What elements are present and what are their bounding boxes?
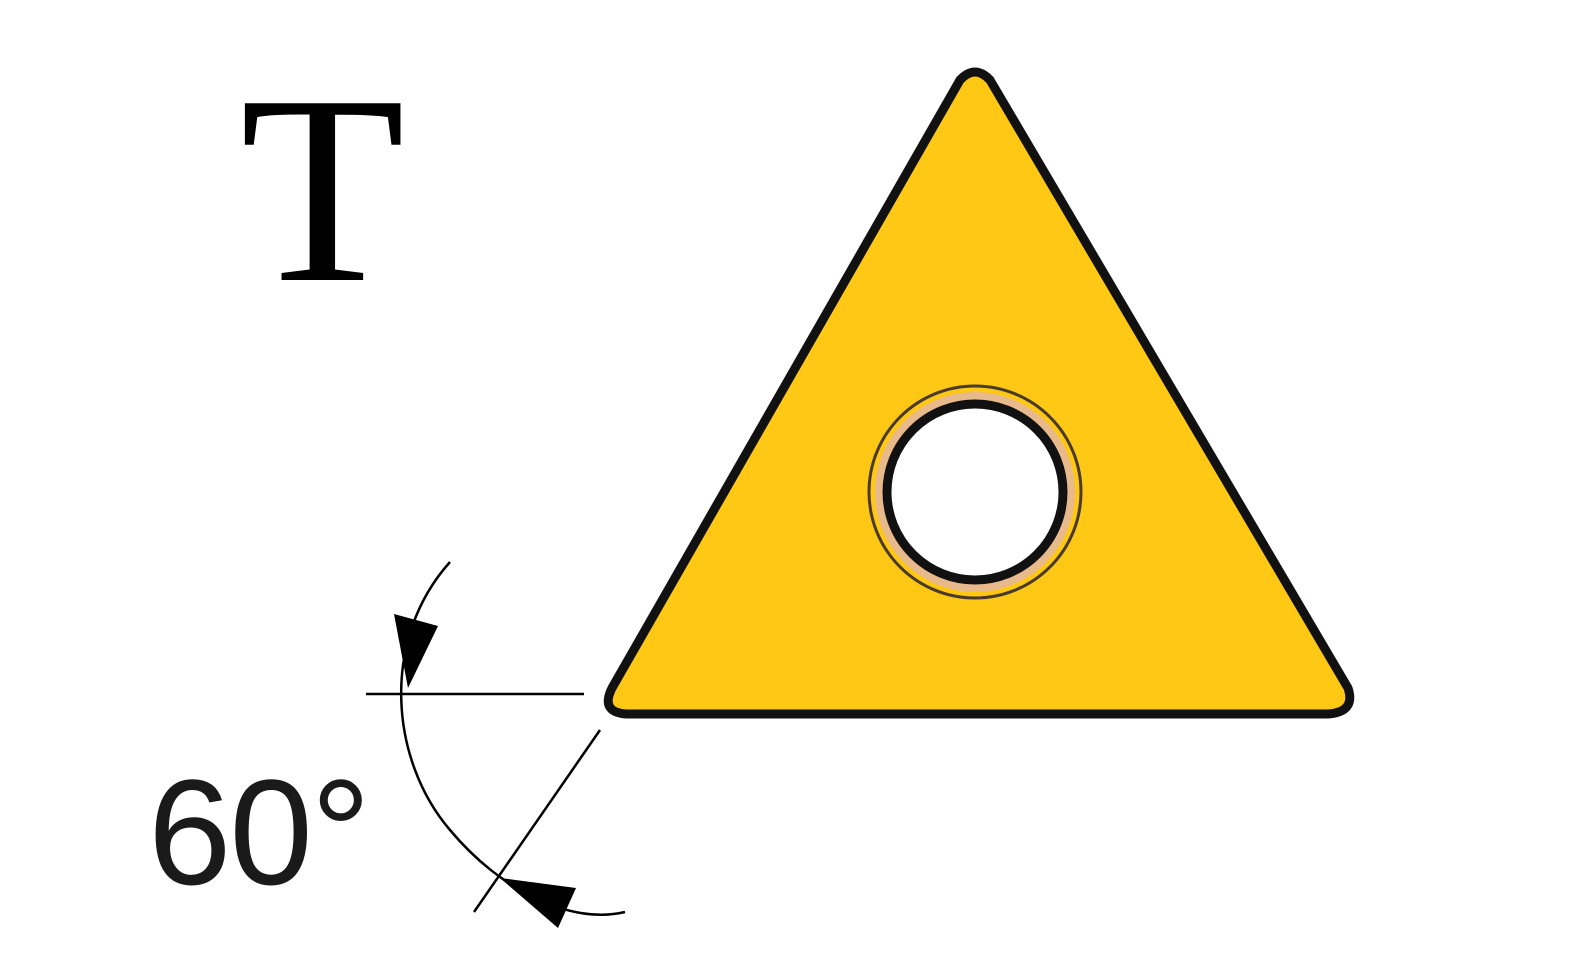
dimension-arrows <box>394 614 576 928</box>
dimension-arc <box>400 561 626 916</box>
hole-inner-edge <box>882 399 1068 585</box>
arrowhead-bottom <box>500 878 576 928</box>
angle-label: 60° <box>148 748 371 916</box>
shape-code-letter: T <box>240 40 405 339</box>
center-hole-icon <box>867 384 1083 600</box>
angle-dimension <box>366 561 626 916</box>
extension-line-inclined <box>472 729 602 913</box>
arrowhead-top <box>394 614 438 688</box>
hole-outer-edge <box>867 384 1083 600</box>
